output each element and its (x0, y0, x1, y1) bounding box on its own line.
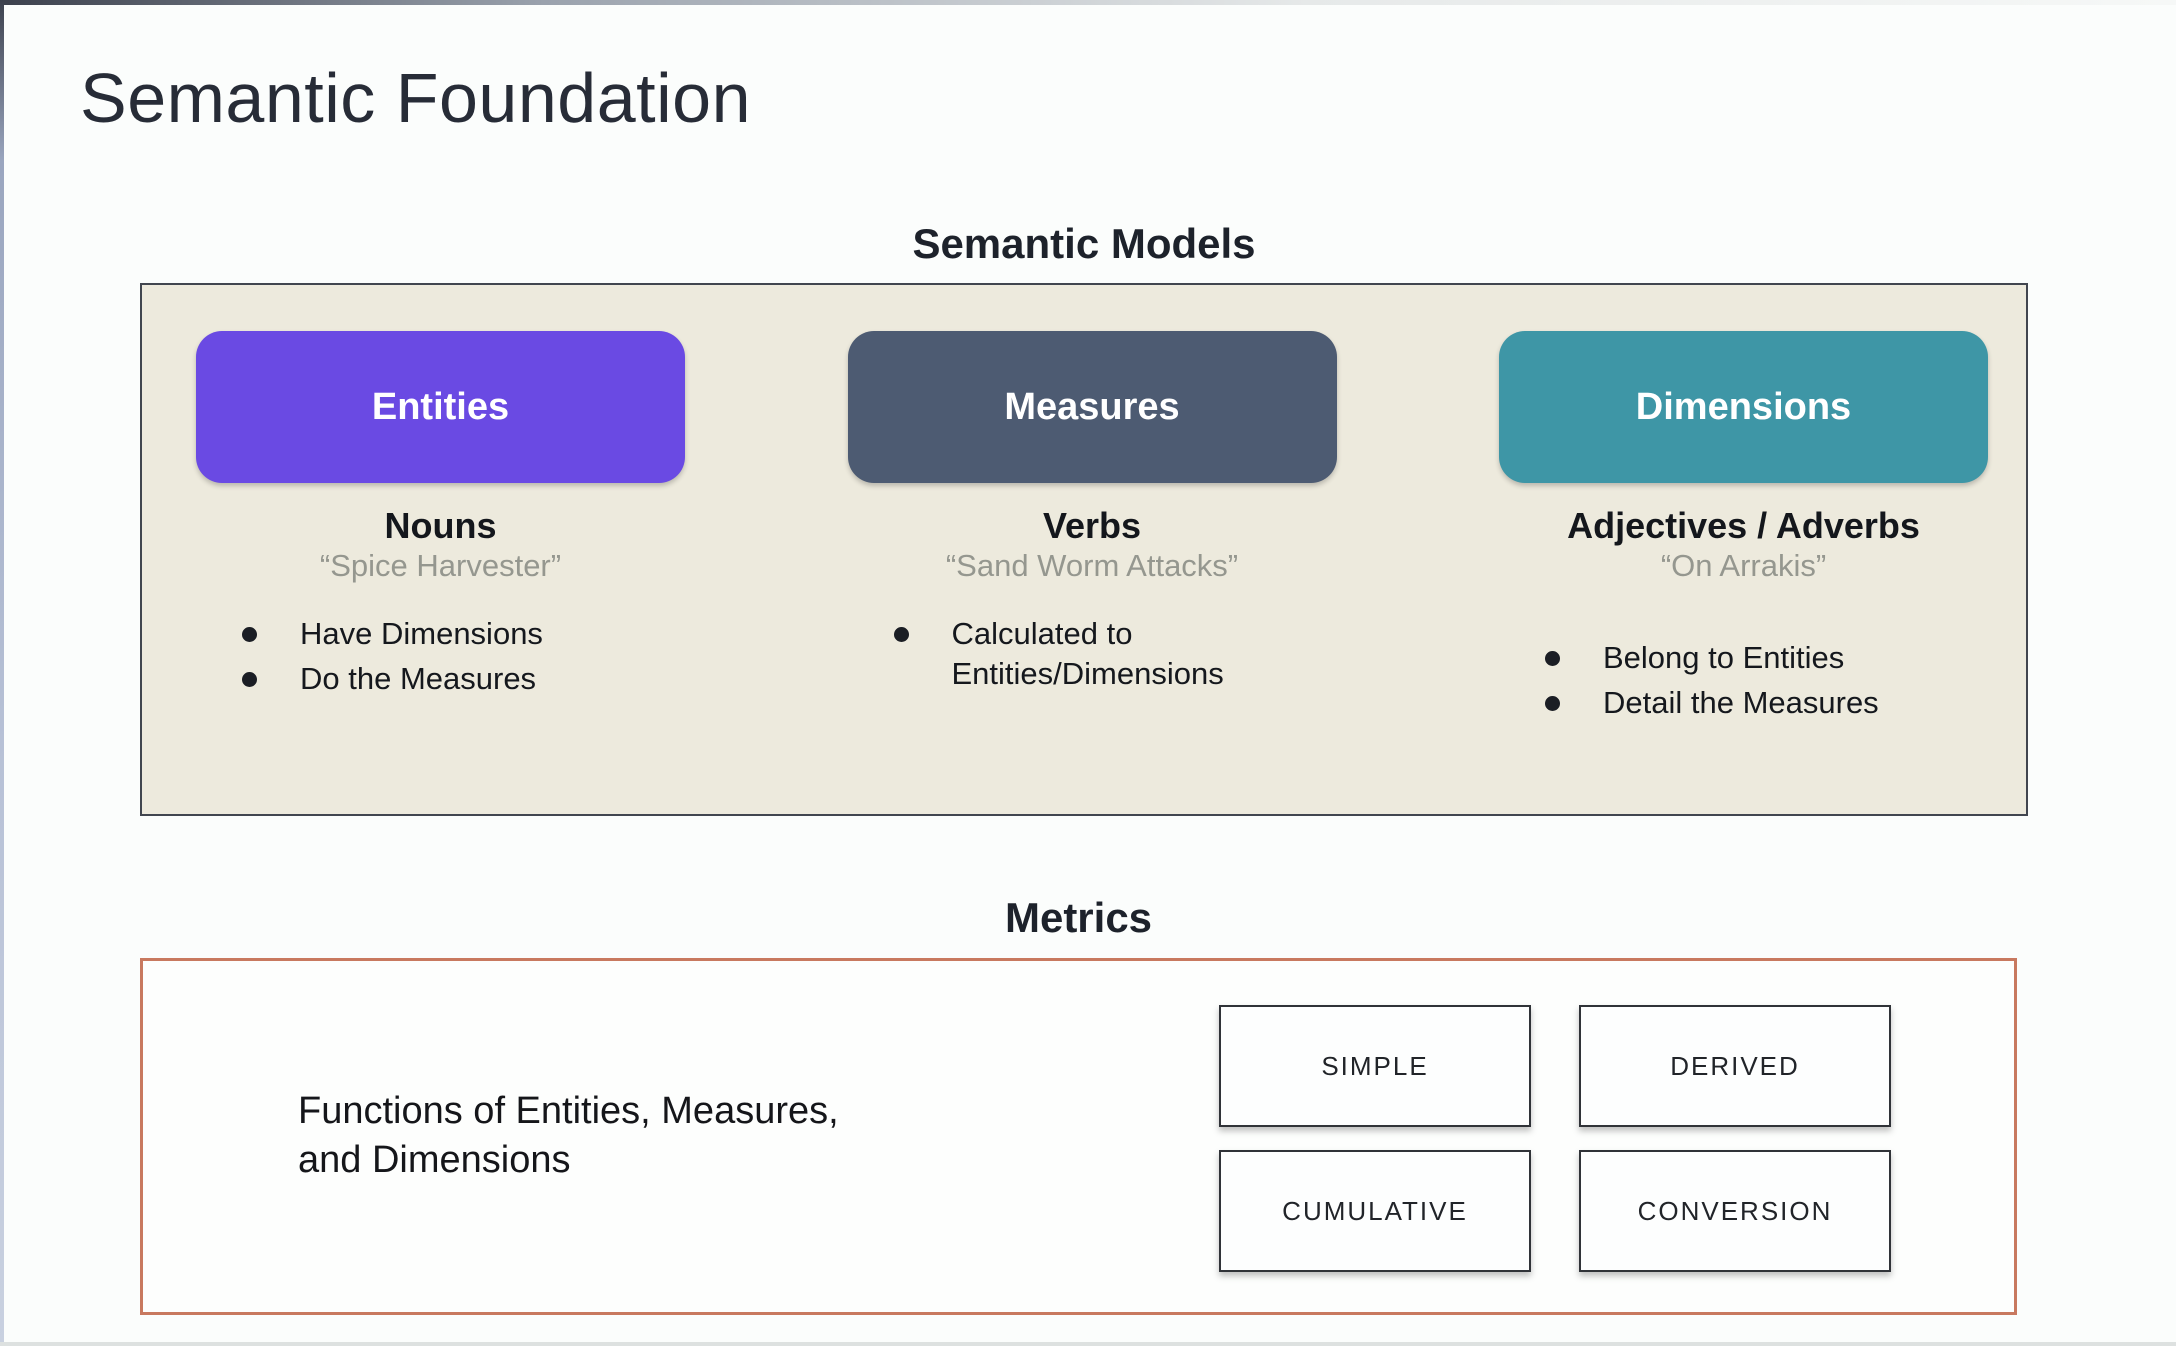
column-dimensions: Dimensions Adjectives / Adverbs “On Arra… (1499, 331, 1988, 814)
measures-box: Measures (847, 331, 1337, 483)
dimensions-example-quote: “On Arrakis” (1660, 548, 1827, 584)
metric-type-cumulative: CUMULATIVE (1219, 1150, 1531, 1272)
entities-example-quote: “Spice Harvester” (319, 548, 562, 584)
dimensions-part-of-speech: Adjectives / Adverbs (1567, 505, 1920, 546)
dimensions-bullet-list: Belong to Entities Detail the Measures (1539, 638, 1879, 727)
bullet-item: Have Dimensions (236, 614, 543, 654)
metric-type-simple: SIMPLE (1219, 1005, 1531, 1127)
metrics-description-line: and Dimensions (298, 1138, 571, 1181)
slide-title: Semantic Foundation (80, 59, 752, 137)
semantic-models-heading: Semantic Models (912, 220, 1256, 267)
metrics-description-line: Functions of Entities, Measures, (298, 1090, 839, 1132)
metric-type-derived: DERIVED (1579, 1005, 1891, 1127)
dimensions-box: Dimensions (1499, 331, 1988, 483)
window-edge-left (0, 0, 4, 1346)
entities-box: Entities (196, 331, 685, 483)
measures-part-of-speech: Verbs (1042, 505, 1142, 546)
measures-bullet-list: Calculated to Entities/Dimensions (888, 614, 1252, 698)
entities-bullet-list: Have Dimensions Do the Measures (236, 614, 543, 703)
window-edge-top (0, 0, 2176, 5)
metric-type-grid: SIMPLE DERIVED CUMULATIVE CONVERSION (1219, 1005, 1891, 1272)
metric-type-conversion: CONVERSION (1579, 1150, 1891, 1272)
metrics-heading: Metrics (1004, 894, 1153, 941)
window-edge-bottom (0, 1342, 2176, 1346)
bullet-item: Do the Measures (236, 659, 543, 699)
metrics-description: Functions of Entities, Measures, and Dim… (298, 1087, 839, 1184)
bullet-item: Detail the Measures (1539, 683, 1879, 723)
bullet-item: Belong to Entities (1539, 638, 1879, 678)
measures-example-quote: “Sand Worm Attacks” (945, 548, 1239, 584)
column-measures: Measures Verbs “Sand Worm Attacks” Calcu… (847, 331, 1337, 814)
bullet-item: Calculated to Entities/Dimensions (888, 614, 1252, 693)
entities-part-of-speech: Nouns (384, 505, 497, 546)
metrics-panel: Functions of Entities, Measures, and Dim… (140, 958, 2017, 1315)
semantic-models-panel: Entities Nouns “Spice Harvester” Have Di… (140, 283, 2028, 816)
column-entities: Entities Nouns “Spice Harvester” Have Di… (196, 331, 685, 814)
